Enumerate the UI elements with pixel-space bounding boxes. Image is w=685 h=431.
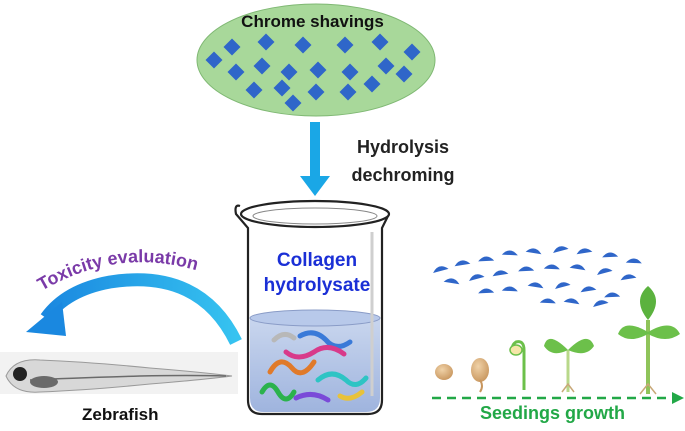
collagen-line2: hydrolysate xyxy=(262,273,372,298)
seedings-growth-label: Seedings growth xyxy=(480,403,625,424)
beaker xyxy=(236,201,390,414)
flying-seed-icon xyxy=(432,264,449,272)
flying-seed-icon xyxy=(502,250,518,255)
flying-seed-icon xyxy=(492,269,509,276)
chrome-shavings-label: Chrome shavings xyxy=(0,12,685,32)
hydrolysis-line1: Hydrolysis xyxy=(338,133,468,161)
flying-seed-icon xyxy=(454,259,471,266)
zebrafish-label: Zebrafish xyxy=(82,405,159,425)
flying-seed-icon xyxy=(526,247,543,254)
beaker-rim xyxy=(241,201,389,227)
collagen-label: Collagen hydrolysate xyxy=(262,248,372,298)
flying-seed-icon xyxy=(518,266,534,271)
seedling-large-icon xyxy=(618,286,680,394)
flying-seed-icon xyxy=(552,244,569,252)
flying-seed-icon xyxy=(502,286,518,291)
flying-seed-icon xyxy=(626,258,642,263)
flying-seed-icon xyxy=(478,256,494,261)
flying-seed-icon xyxy=(554,280,571,288)
zebrafish-eye xyxy=(13,367,27,381)
flying-seed-icon xyxy=(604,292,620,297)
hydrolysis-label: Hydrolysis dechroming xyxy=(338,133,468,189)
flying-seed-icon xyxy=(602,252,618,257)
flying-seed-icon xyxy=(620,273,637,280)
flying-seed-icon xyxy=(592,298,609,306)
seed-cloud xyxy=(432,244,642,306)
flying-seed-icon xyxy=(468,272,485,280)
hydrolysis-line2: dechroming xyxy=(338,161,468,189)
flying-seed-icon xyxy=(576,247,593,254)
collagen-line1: Collagen xyxy=(262,248,372,273)
seedling-sequence xyxy=(432,286,684,404)
zebrafish-image xyxy=(0,352,238,394)
flying-seed-icon xyxy=(580,285,597,292)
toxicity-arrow xyxy=(26,280,236,342)
flying-seed-icon xyxy=(478,288,494,293)
seed-icon xyxy=(435,364,453,380)
flying-seed-icon xyxy=(528,281,545,288)
seedling-small-icon xyxy=(544,339,594,392)
flying-seed-icon xyxy=(444,277,461,284)
flying-seed-icon xyxy=(596,266,613,274)
flying-seed-icon xyxy=(540,298,556,303)
sprouting-seed-icon xyxy=(471,358,489,392)
hook-sprout-icon xyxy=(510,342,524,390)
down-arrow xyxy=(300,122,330,196)
flying-seed-icon xyxy=(564,297,581,304)
flying-seed-icon xyxy=(544,264,560,269)
flying-seed-icon xyxy=(570,263,587,270)
